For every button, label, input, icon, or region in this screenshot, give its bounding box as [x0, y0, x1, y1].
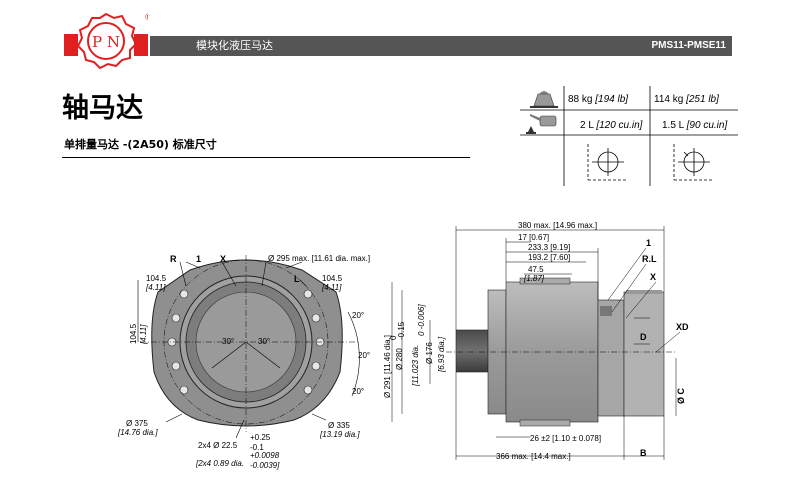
dim-dia-280-imp: [11.023 dia. — [411, 345, 420, 387]
dim-len-1932: 193.2 [7.60] — [528, 253, 570, 262]
weight-icon — [530, 91, 558, 108]
dim-dia-280-imp-tol: 0 -0.006] — [417, 304, 426, 336]
dim-holes-tol-dn: -0.1 — [250, 443, 264, 452]
dim-dia-291: Ø 291 [11.46 dia.] — [383, 335, 392, 398]
dim-len-366: 366 max. [14.4 max.] — [496, 452, 571, 461]
side-view: 380 max. [14.96 max.] 17 [0.67] 233.3 [9… — [383, 221, 689, 461]
weight-2: 114 kg [251 lb] — [654, 94, 719, 105]
label-xd: XD — [676, 322, 689, 332]
header-model-code: PMS11-PMSE11 — [651, 40, 726, 51]
dim-dia-375: Ø 375 — [126, 419, 148, 428]
dim-dia-280-tol-up: 0 — [389, 335, 398, 340]
label-rl: R.L — [642, 254, 657, 264]
weight-1: 88 kg [194 lb] — [568, 94, 629, 105]
angle-20a: 20° — [352, 311, 364, 320]
label-1: 1 — [196, 254, 201, 264]
dim-holes-imp-tol-up: +0.0098 — [250, 451, 280, 460]
dim-dia-335: Ø 335 — [328, 421, 350, 430]
header-bar — [150, 36, 732, 56]
dim-len-2333: 233.3 [9.19] — [528, 243, 570, 252]
dimension-drawings: R 1 X L Ø 295 max. [11.61 dia. max.] 104… — [117, 221, 689, 470]
dim-vert-1045: 104.5 — [129, 323, 138, 344]
dim-holes-imp: [2x4 0.89 dia. — [195, 459, 244, 468]
dim-left-1045-imp: [4.11] — [145, 283, 166, 292]
dim-left-1045: 104.5 — [146, 274, 167, 283]
dim-len-475: 47.5 — [528, 265, 544, 274]
oil-1: 2 L [120 cu.in] — [580, 120, 643, 131]
dim-vert-1045-imp: [4.11] — [139, 324, 148, 345]
label-c: Ø C — [676, 387, 686, 404]
angle-20b: 20° — [358, 351, 370, 360]
angle-30b: 30° — [258, 337, 270, 346]
dim-right-1045-imp: [4.11] — [321, 283, 342, 292]
label-l: L — [294, 274, 300, 284]
dim-right-1045: 104.5 — [322, 274, 343, 283]
label-x: X — [220, 254, 226, 264]
dim-dia-176-imp: [6.93 dia.] — [437, 336, 446, 373]
logo-text: P N — [92, 33, 120, 51]
spec-table: 88 kg [194 lb] 114 kg [251 lb] 2 L [120 … — [520, 86, 738, 190]
dim-dia-280: Ø 280 — [395, 348, 404, 370]
dim-len-26: 26 ±2 [1.10 ± 0.078] — [530, 434, 601, 443]
label-d: D — [640, 332, 647, 342]
title-rule — [62, 157, 470, 158]
label-r: R — [170, 254, 177, 264]
dim-holes-tol-up: +0.25 — [250, 433, 271, 442]
dim-len-475-imp: [1.87] — [523, 274, 545, 283]
pn-logo: P N ® — [64, 8, 153, 72]
label-b: B — [640, 448, 647, 458]
angle-20c: 20° — [352, 387, 364, 396]
label-x-side: X — [650, 272, 656, 282]
label-1-side: 1 — [646, 238, 651, 248]
header-title: 模块化液压马达 — [196, 39, 273, 52]
dim-dia-375-imp: [14.76 dia.] — [117, 428, 158, 437]
front-view: R 1 X L Ø 295 max. [11.61 dia. max.] 104… — [117, 254, 370, 470]
angle-30a: 30° — [222, 337, 234, 346]
dim-len-380: 380 max. [14.96 max.] — [518, 221, 597, 230]
dim-dia-295: Ø 295 max. [11.61 dia. max.] — [268, 254, 370, 263]
registered-mark: ® — [144, 13, 148, 23]
mounting-position-icon — [587, 144, 628, 181]
oil-can-icon — [526, 114, 557, 134]
dim-holes: 2x4 Ø 22.5 — [198, 441, 238, 450]
dim-dia-280-tol-dn: -0.15 — [397, 321, 406, 340]
dim-holes-imp-tol-dn: -0.0039] — [250, 461, 280, 470]
dim-dia-335-imp: [13.19 dia.] — [319, 430, 360, 439]
dim-dia-176: Ø 176 — [425, 342, 434, 364]
page-subtitle: 单排量马达 -(2A50) 标准尺寸 — [64, 138, 217, 151]
page-title: 轴马达 — [62, 93, 143, 124]
oil-2: 1.5 L [90 cu.in] — [662, 120, 728, 131]
dim-len-17: 17 [0.67] — [518, 233, 549, 242]
mounting-position-icon-2 — [673, 144, 714, 181]
